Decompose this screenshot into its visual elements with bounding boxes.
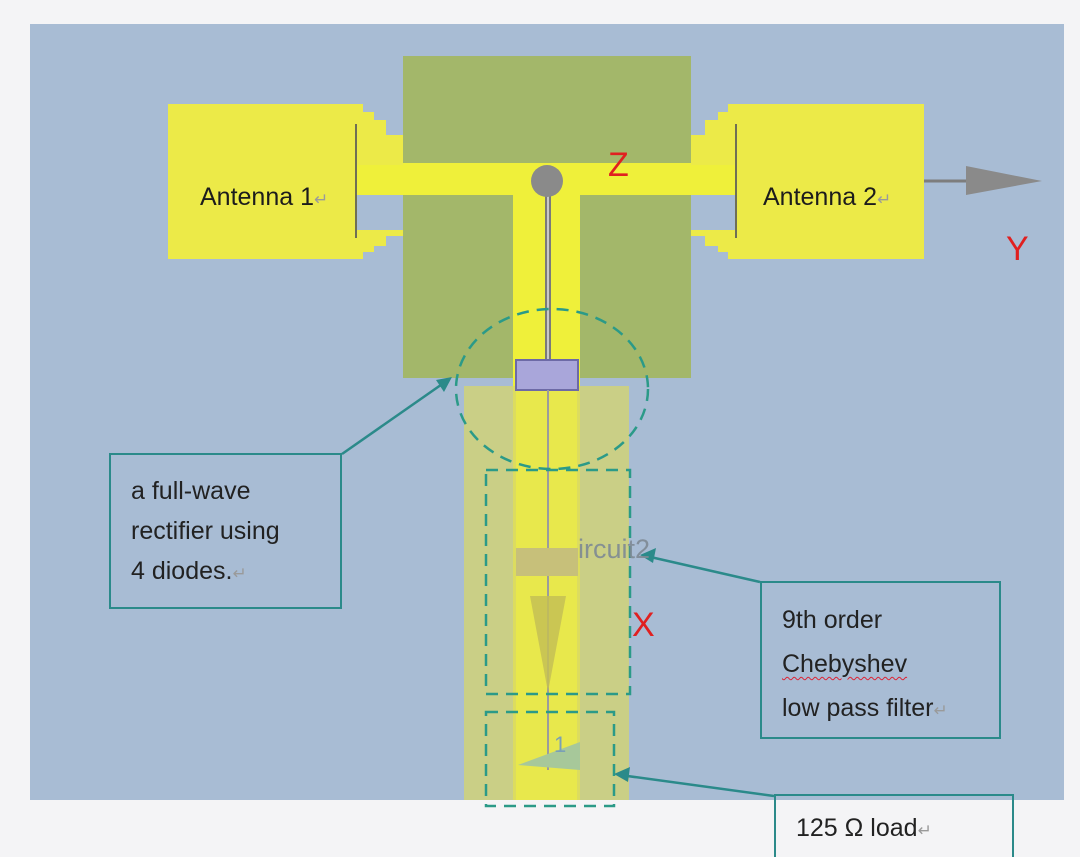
z-axis-label: Z: [608, 146, 629, 184]
load-callout: 125 Ω load↵: [774, 794, 1014, 857]
circuit-label: ircuit2: [578, 534, 651, 564]
load-port-triangle: [518, 742, 580, 770]
rectifier-callout-line-2: rectifier using: [131, 517, 280, 545]
rectifier-highlight: [454, 307, 650, 471]
filter-callout-line-1: 9th order: [782, 606, 883, 634]
antenna-2-patch: [691, 104, 924, 259]
antenna-1-label: Antenna 1↵: [200, 183, 329, 211]
filter-leader: [645, 554, 761, 584]
rectifier-callout: a full-wave rectifier using 4 diodes.↵: [109, 453, 342, 609]
filter-highlight: [484, 468, 632, 696]
y-axis-arrowhead: [966, 166, 1042, 195]
ground-plane-top: [403, 56, 691, 163]
filter-element: [516, 548, 578, 576]
load-leader-arrow: [614, 767, 630, 782]
port-label: 1: [554, 732, 567, 757]
probe-head: [531, 165, 563, 197]
x-axis-arrow: [530, 596, 566, 692]
y-axis-label: Y: [1006, 230, 1029, 268]
rectifier-callout-line-3: 4 diodes.↵: [131, 557, 247, 585]
load-highlight: [484, 710, 616, 808]
rectifier-callout-line-1: a full-wave: [131, 477, 251, 505]
rectifier-leader: [341, 378, 449, 456]
filter-callout-line-2: Chebyshev: [782, 650, 908, 678]
antenna-1-patch: [168, 104, 403, 259]
diode-block: [515, 359, 579, 391]
load-leader: [619, 773, 775, 798]
ground-plane-left: [403, 195, 513, 378]
filter-leader-arrow: [640, 548, 656, 563]
feed-strip-inner: [516, 386, 577, 800]
load-callout-text: 125 Ω load: [796, 814, 918, 842]
filter-callout: 9th order Chebyshev low pass filter↵: [760, 581, 1001, 739]
antenna-2-label: Antenna 2↵: [763, 183, 892, 211]
x-axis-label: X: [632, 606, 655, 644]
filter-callout-line-3: low pass filter↵: [782, 694, 948, 722]
rectifier-leader-arrow: [436, 377, 452, 392]
